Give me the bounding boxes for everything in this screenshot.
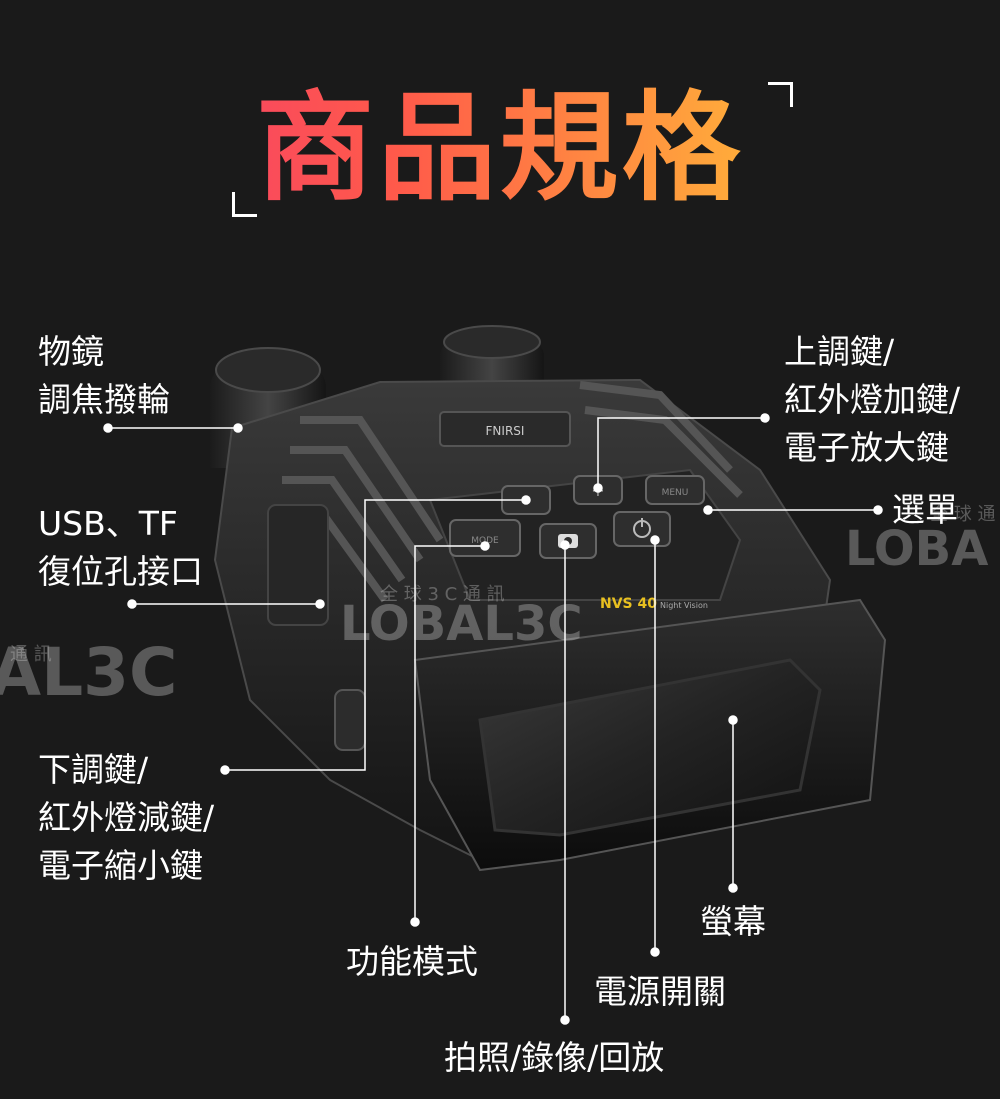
page-title: 商品規格	[0, 78, 1000, 218]
logo-plate	[439, 411, 571, 447]
callout-lines	[103, 413, 883, 1025]
watermark-right: LOBA 全 球 通	[845, 504, 995, 577]
label-usb-line2: 復位孔接口	[38, 552, 203, 591]
brand-logo: FNIRSI	[486, 424, 525, 438]
label-up-line1: 上調鍵/	[784, 332, 895, 371]
label-function-mode: 功能模式	[346, 942, 478, 981]
label-usb-tf: USB、TF 復位孔接口	[38, 500, 203, 596]
watermark-center: LOBAL3C 全 球 3 C 通 訊	[340, 584, 583, 652]
menu-key[interactable]	[645, 475, 705, 505]
right-grip	[579, 381, 743, 498]
mode-key-label: MODE	[471, 536, 499, 546]
label-up-key: 上調鍵/ 紅外燈加鍵/ 電子放大鍵	[784, 328, 960, 472]
label-down-key: 下調鍵/ 紅外燈減鍵/ 電子縮小鍵	[38, 746, 214, 890]
label-objective-line2: 調焦撥輪	[38, 380, 170, 419]
svg-text:全 球 通: 全 球 通	[930, 504, 995, 525]
label-usb-line1: USB、TF	[38, 504, 178, 543]
title-bracket-top-right	[768, 82, 793, 107]
label-up-line2: 紅外燈加鍵/	[784, 380, 961, 419]
svg-text:LOBA: LOBA	[845, 521, 988, 577]
label-objective-focus: 物鏡 調焦撥輪	[38, 328, 170, 424]
label-down-line2: 紅外燈減鍵/	[38, 798, 215, 837]
label-objective-line1: 物鏡	[38, 332, 104, 371]
model-name: NVS 40	[600, 596, 657, 612]
svg-text:AL3C: AL3C	[0, 634, 178, 711]
power-key[interactable]	[613, 511, 671, 547]
svg-text:通 訊: 通 訊	[10, 644, 52, 665]
label-down-line1: 下調鍵/	[38, 750, 149, 789]
side-scroll-wheel	[334, 689, 366, 751]
mode-key[interactable]	[449, 519, 521, 557]
label-menu: 選單	[892, 490, 958, 529]
label-down-line3: 電子縮小鍵	[38, 846, 203, 885]
label-photo-video-playback: 拍照/錄像/回放	[444, 1038, 665, 1077]
label-screen: 螢幕	[700, 902, 766, 941]
svg-text:LOBAL3C: LOBAL3C	[340, 596, 583, 652]
watermark-left: AL3C 通 訊	[0, 634, 178, 711]
usb-tf-port-cover	[267, 504, 329, 626]
svg-text:全 球 3 C 通 訊: 全 球 3 C 通 訊	[380, 584, 505, 605]
model-subtitle: Night Vision	[660, 601, 708, 610]
label-up-line3: 電子放大鍵	[784, 428, 949, 467]
label-power-switch: 電源開關	[594, 972, 726, 1011]
menu-key-label: MENU	[662, 488, 689, 498]
title-bracket-bottom-left	[232, 192, 257, 217]
